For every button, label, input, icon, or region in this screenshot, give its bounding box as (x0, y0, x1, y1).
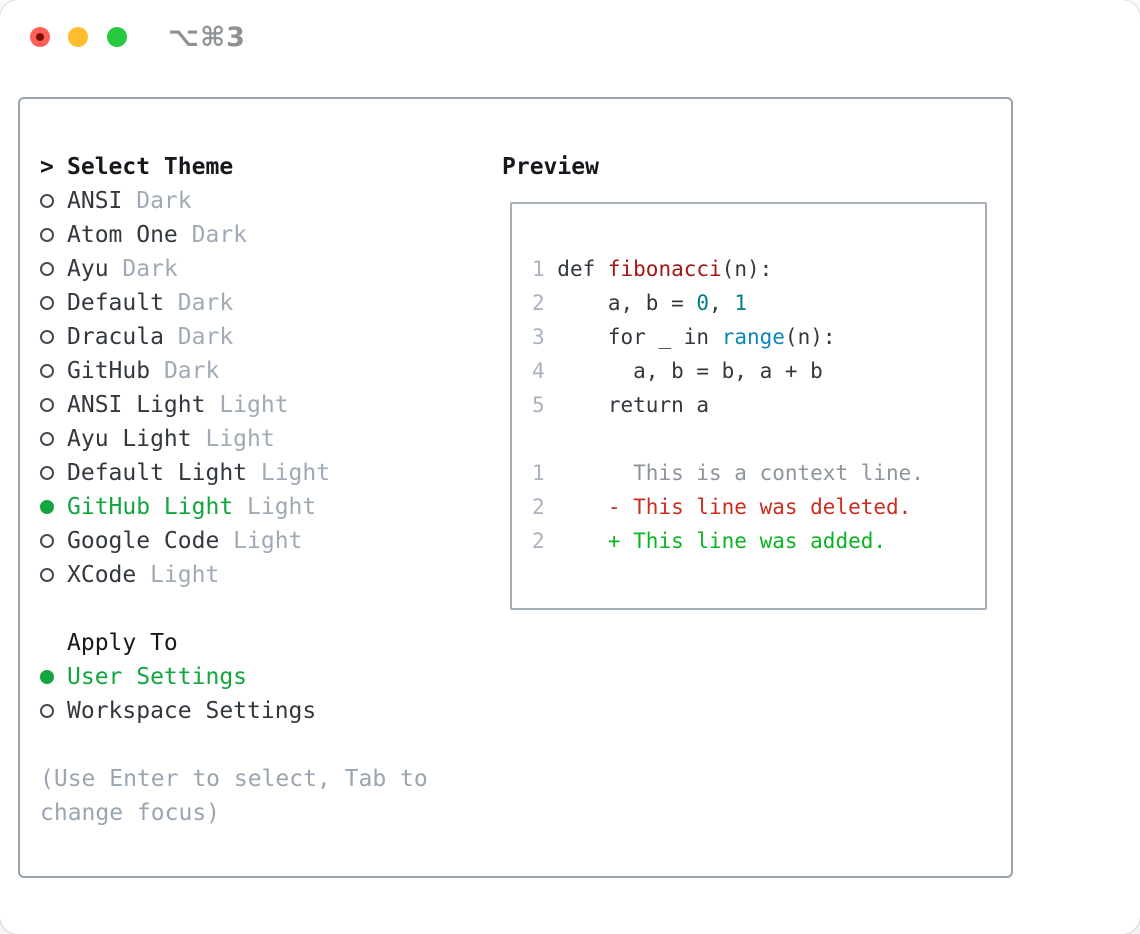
theme-picker-panel: > Select Theme ANSI Dark Atom One Dark A… (18, 97, 1013, 878)
diff-line-add: 2 + This line was added. (532, 529, 887, 553)
apply-to-header: Apply To (40, 626, 490, 660)
diff-line-del: 2 - This line was deleted. (532, 495, 912, 519)
select-theme-title: Select Theme (67, 154, 234, 180)
theme-options: ANSI Dark Atom One Dark Ayu Dark Default… (40, 184, 490, 592)
theme-option-label: Ayu (67, 256, 109, 282)
radio-icon (40, 704, 54, 718)
theme-option-label: Atom One (67, 222, 178, 248)
radio-icon (40, 670, 54, 684)
diff-line-ctx: 1 This is a context line. (532, 461, 924, 485)
close-button-icon[interactable] (30, 27, 50, 47)
apply-option-user-settings[interactable]: User Settings (40, 660, 490, 694)
prompt-icon: > (40, 154, 54, 180)
code-line: 4 a, b = b, a + b (532, 359, 823, 383)
zoom-button-icon[interactable] (107, 27, 127, 47)
theme-option-ansi-light[interactable]: ANSI Light Light (40, 388, 490, 422)
radio-icon (40, 534, 54, 548)
diff-preview: 1 This is a context line. 2 - This line w… (532, 456, 985, 558)
theme-option-tag: Light (191, 426, 275, 452)
theme-option-tag: Dark (122, 188, 192, 214)
code-line: 2 a, b = 0, 1 (532, 291, 747, 315)
theme-option-default[interactable]: Default Dark (40, 286, 490, 320)
theme-option-ayu[interactable]: Ayu Dark (40, 252, 490, 286)
theme-option-tag: Dark (163, 290, 234, 316)
theme-option-ansi[interactable]: ANSI Dark (40, 184, 490, 218)
code-line: 1 def fibonacci(n): (532, 257, 773, 281)
apply-to-options: User Settings Workspace Settings (40, 660, 490, 728)
radio-icon (40, 262, 54, 276)
preview-title: Preview (502, 154, 599, 180)
theme-option-tag: Light (219, 528, 303, 554)
theme-option-tag: Dark (108, 256, 178, 282)
preview-box: 1 def fibonacci(n): 2 a, b = 0, 1 3 for _ … (510, 202, 987, 610)
theme-option-tag: Light (205, 392, 289, 418)
theme-option-label: Default Light (67, 460, 248, 486)
theme-option-tag: Dark (163, 324, 234, 350)
keyboard-hint: (Use Enter to select, Tab to change focus… (40, 762, 490, 830)
theme-option-label: Ayu Light (67, 426, 192, 452)
radio-icon (40, 568, 54, 582)
theme-option-atom-one[interactable]: Atom One Dark (40, 218, 490, 252)
theme-option-dracula[interactable]: Dracula Dark (40, 320, 490, 354)
code-line: 5 return a (532, 393, 710, 417)
theme-option-tag: Dark (150, 358, 220, 384)
theme-option-github-light[interactable]: GitHub Light Light (40, 490, 490, 524)
apply-option-workspace-settings[interactable]: Workspace Settings (40, 694, 490, 728)
theme-option-label: Default (67, 290, 164, 316)
hint-text-line: (Use Enter to select, Tab to (40, 766, 428, 792)
theme-option-label: Dracula (67, 324, 164, 350)
theme-option-ayu-light[interactable]: Ayu Light Light (40, 422, 490, 456)
theme-option-label: GitHub (67, 358, 151, 384)
radio-icon (40, 228, 54, 242)
theme-option-label: XCode (67, 562, 137, 588)
hint-text-line: change focus) (40, 800, 221, 826)
theme-option-tag: Light (247, 460, 331, 486)
window-shortcut-label: ⌥⌘3 (168, 22, 246, 53)
theme-option-xcode[interactable]: XCode Light (40, 558, 490, 592)
radio-icon (40, 398, 54, 412)
theme-list: > Select Theme ANSI Dark Atom One Dark A… (40, 150, 490, 830)
radio-icon (40, 330, 54, 344)
theme-option-label: ANSI Light (67, 392, 206, 418)
theme-option-label: Workspace Settings (67, 698, 317, 724)
theme-option-label: Google Code (67, 528, 220, 554)
section-gap-2 (40, 728, 490, 762)
theme-option-default-light[interactable]: Default Light Light (40, 456, 490, 490)
radio-icon (40, 364, 54, 378)
radio-icon (40, 466, 54, 480)
radio-icon (40, 296, 54, 310)
theme-option-google-code[interactable]: Google Code Light (40, 524, 490, 558)
select-theme-header: > Select Theme (40, 150, 490, 184)
theme-option-label: User Settings (67, 664, 248, 690)
radio-icon (40, 194, 54, 208)
preview-gap (532, 422, 985, 456)
theme-option-github[interactable]: GitHub Dark (40, 354, 490, 388)
section-gap (40, 592, 490, 626)
theme-option-label: ANSI (67, 188, 123, 214)
radio-icon (40, 500, 54, 514)
titlebar: ⌥⌘3 (0, 0, 1140, 76)
code-preview: 1 def fibonacci(n): 2 a, b = 0, 1 3 for _ … (532, 252, 985, 422)
theme-option-tag: Light (136, 562, 220, 588)
minimize-button-icon[interactable] (68, 27, 88, 47)
theme-option-label: GitHub Light (67, 494, 234, 520)
theme-option-tag: Light (233, 494, 317, 520)
theme-option-tag: Dark (177, 222, 248, 248)
apply-to-title: Apply To (67, 630, 178, 656)
radio-icon (40, 432, 54, 446)
code-line: 3 for _ in range(n): (532, 325, 836, 349)
